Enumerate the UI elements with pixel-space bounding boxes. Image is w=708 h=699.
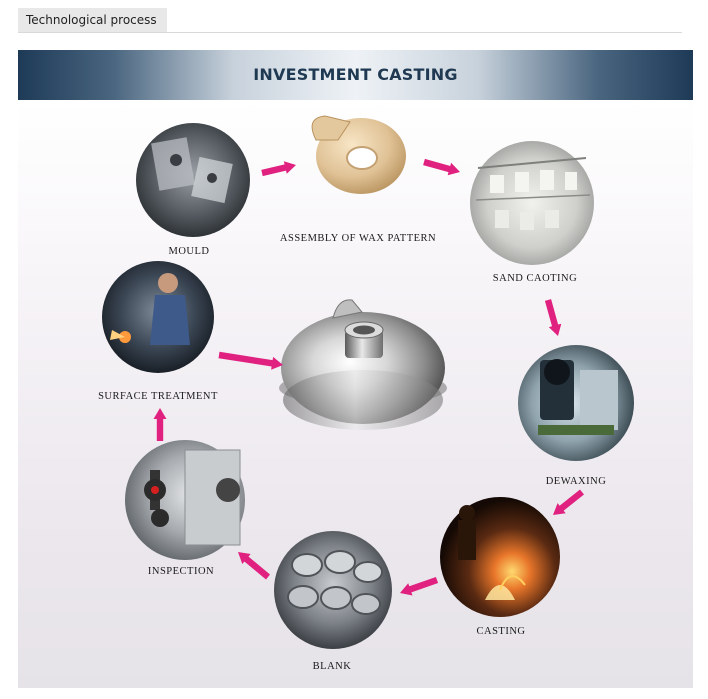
inspection-photo xyxy=(125,440,245,560)
step-label-wax-pattern: ASSEMBLY OF WAX PATTERN xyxy=(280,233,436,244)
step-label-inspection: INSPECTION xyxy=(148,566,214,577)
step-label-blank: BLANK xyxy=(313,661,352,672)
section-tab[interactable]: Technological process xyxy=(18,8,167,32)
banner-title: INVESTMENT CASTING xyxy=(253,65,458,84)
arrow-wax-to-sand xyxy=(423,158,460,176)
step-label-dewaxing: DEWAXING xyxy=(546,476,607,487)
casting-photo xyxy=(440,497,560,617)
process-arrows xyxy=(153,158,584,596)
step-label-casting: CASTING xyxy=(476,626,525,637)
finished-pump-casing-photo xyxy=(279,299,447,430)
step-label-mould: MOULD xyxy=(169,246,210,257)
blank-photo xyxy=(274,531,392,649)
section-tab-bar: Technological process xyxy=(18,8,682,33)
arrow-casting-to-blank xyxy=(400,577,439,596)
step-label-surface-treatment: SURFACE TREATMENT xyxy=(98,391,218,402)
arrow-dewaxing-to-casting xyxy=(553,489,584,515)
wax-pattern-photo xyxy=(311,115,406,194)
arrow-blank-to-inspection xyxy=(238,552,270,580)
surface-treatment-photo xyxy=(102,261,214,373)
dewaxing-photo xyxy=(518,345,634,461)
sand-coating-photo xyxy=(470,141,594,265)
banner: INVESTMENT CASTING xyxy=(18,50,693,100)
step-label-sand-coating: SAND CAOTING xyxy=(493,273,577,284)
arrow-surface-to-product xyxy=(218,351,283,370)
mould-photo xyxy=(136,123,250,237)
arrow-mould-to-wax xyxy=(261,161,296,177)
arrow-sand-to-dewaxing xyxy=(544,299,562,336)
arrow-inspection-to-surface xyxy=(153,408,167,441)
